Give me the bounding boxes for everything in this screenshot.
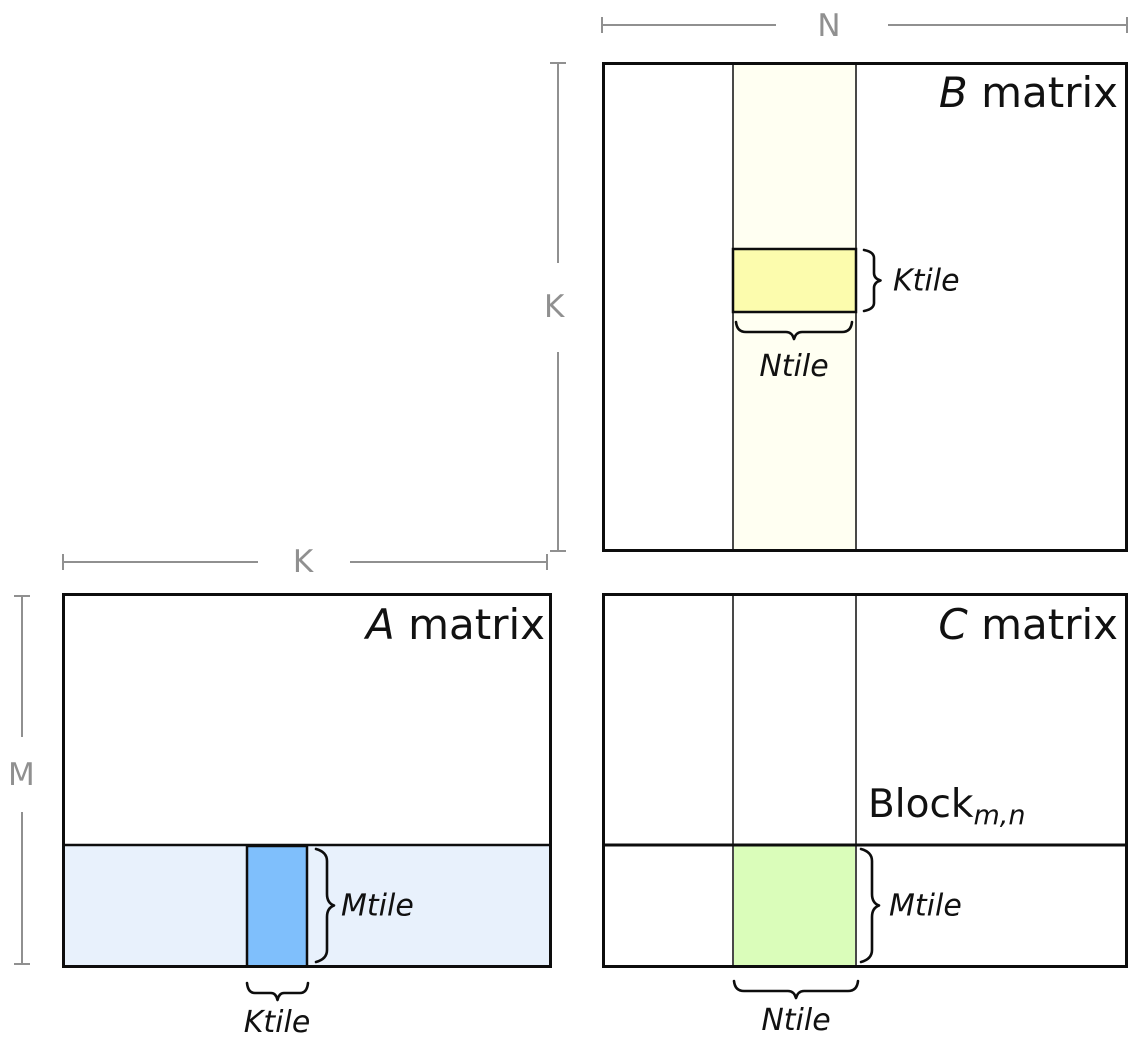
a-matrix-mtile-fill — [247, 846, 307, 966]
a-mtile-label: Mtile — [341, 888, 414, 924]
c-block-label-subscript: m,n — [973, 800, 1026, 831]
c-matrix-title: C matrix — [938, 600, 1118, 649]
c-block-label: Blockm,n — [868, 782, 1025, 831]
n-dimension-label: N — [817, 8, 841, 44]
c-mtile-label: Mtile — [889, 888, 962, 924]
b-matrix-title-letter: B — [938, 68, 968, 117]
a-mtile-outline — [245, 844, 309, 968]
b-matrix-ktile-fill — [733, 249, 856, 312]
k-dimension-line-horizontal — [62, 554, 548, 570]
b-ntile-label: Ntile — [759, 349, 829, 384]
a-matrix-title-word: matrix — [394, 600, 545, 649]
b-matrix-box — [602, 62, 1128, 552]
a-matrix-box — [62, 593, 552, 968]
c-ntile-label: Ntile — [761, 1003, 831, 1038]
k-dimension-label-vertical: K — [544, 289, 565, 325]
m-dimension-line — [14, 595, 30, 965]
c-matrix-block-fill — [734, 846, 855, 966]
a-matrix-title: A matrix — [366, 600, 545, 649]
b-ktile-label: Ktile — [893, 263, 960, 299]
a-ktile-label: Ktile — [243, 1005, 311, 1040]
b-matrix-title: B matrix — [939, 68, 1118, 117]
b-matrix-title-word: matrix — [967, 68, 1118, 117]
c-block-label-word: Block — [868, 782, 974, 827]
c-matrix-box — [602, 593, 1128, 968]
b-ktile-outline — [731, 247, 858, 314]
n-dimension-line — [601, 17, 1128, 33]
k-dimension-line-vertical — [550, 62, 566, 552]
b-ntile-underbrace — [734, 320, 854, 341]
c-matrix-title-word: matrix — [967, 600, 1118, 649]
a-ktile-underbrace — [245, 981, 310, 1002]
b-ktile-brace — [862, 248, 882, 313]
a-matrix-title-letter: A — [366, 600, 395, 649]
c-ntile-underbrace — [732, 979, 860, 1000]
c-matrix-title-letter: C — [938, 600, 968, 649]
a-mtile-brace — [314, 847, 336, 964]
c-mtile-brace — [859, 847, 881, 964]
k-dimension-label-horizontal: K — [292, 544, 314, 580]
m-dimension-label: M — [8, 757, 35, 793]
